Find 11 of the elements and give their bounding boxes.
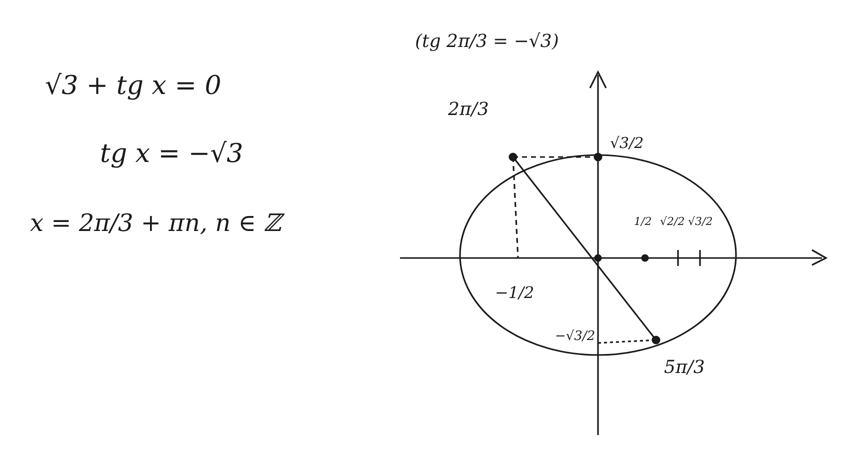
math-label: −1/2: [495, 284, 534, 302]
math-label: 5π/3: [664, 358, 705, 378]
math-label: 1/2: [634, 216, 652, 228]
math-label: tg x = −√3: [100, 140, 244, 169]
math-label: √3/2: [688, 216, 713, 228]
math-label: √3/2: [610, 135, 644, 152]
math-label: √3 + tg x = 0: [45, 72, 222, 101]
math-label: 2π/3: [448, 100, 489, 120]
math-label: √2/2: [660, 216, 685, 228]
math-label: (tg 2π/3 = −√3): [415, 32, 559, 52]
math-label: −√3/2: [555, 330, 596, 344]
